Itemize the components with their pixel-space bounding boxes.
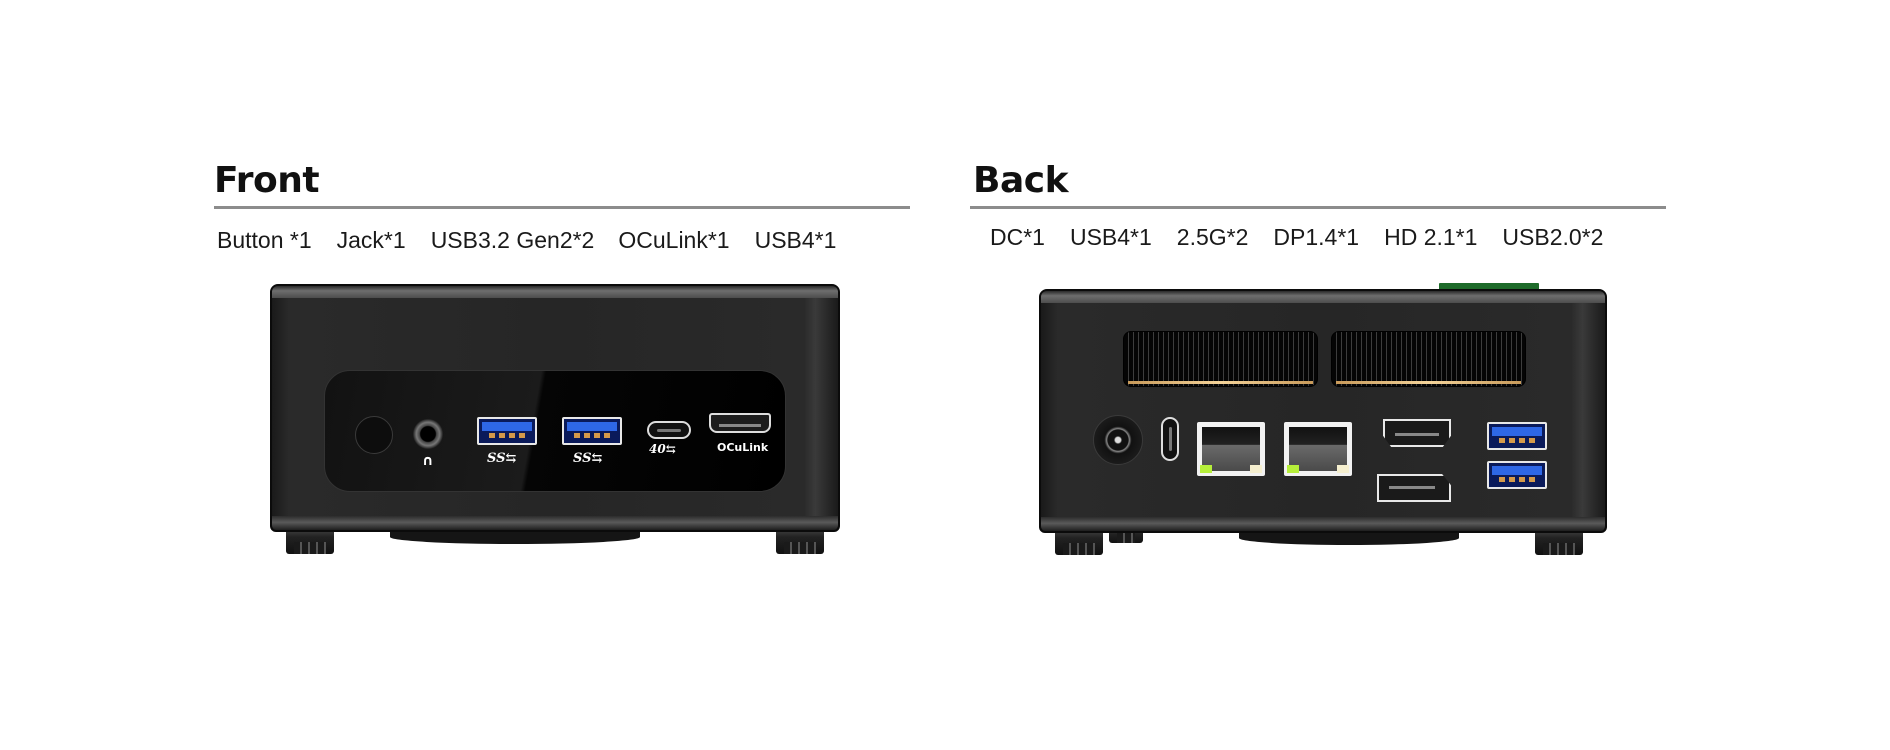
usb-a-port-icon bbox=[477, 417, 537, 445]
top-green-tab bbox=[1439, 283, 1539, 290]
foot-right bbox=[1535, 529, 1583, 555]
back-chassis bbox=[1039, 289, 1607, 533]
displayport-port-icon bbox=[1377, 474, 1451, 502]
back-port-usb4: USB4*1 bbox=[1069, 224, 1152, 250]
ethernet-port-icon bbox=[1197, 422, 1265, 476]
front-port-usb4: USB4*1 bbox=[754, 227, 837, 253]
front-device-image: ∩ SS⇆ SS⇆ 40⇆ OCuLink bbox=[270, 284, 840, 554]
oculink-port-icon bbox=[709, 413, 771, 433]
front-chassis: ∩ SS⇆ SS⇆ 40⇆ OCuLink bbox=[270, 284, 840, 532]
back-port-hdmi: HD 2.1*1 bbox=[1384, 224, 1478, 250]
back-divider bbox=[970, 206, 1666, 209]
front-port-usb32: USB3.2 Gen2*2 bbox=[430, 227, 595, 253]
top-bevel bbox=[272, 286, 838, 298]
back-port-list: DC*1 USB4*1 2.5G*2 DP1.4*1 HD 2.1*1 USB2… bbox=[990, 224, 1603, 251]
stand-base bbox=[1239, 531, 1459, 545]
back-port-dc: DC*1 bbox=[990, 224, 1045, 250]
front-divider bbox=[214, 206, 910, 209]
usb-a-port-icon bbox=[1487, 461, 1547, 489]
stand-base bbox=[390, 530, 640, 544]
dc-power-port-icon bbox=[1093, 415, 1143, 465]
power-button-icon bbox=[355, 416, 393, 454]
back-port-dp: DP1.4*1 bbox=[1273, 224, 1360, 250]
superspeed-logo-icon: SS⇆ bbox=[487, 451, 517, 466]
bottom-bevel bbox=[272, 516, 838, 530]
superspeed-logo-icon: SS⇆ bbox=[573, 451, 603, 466]
back-port-lan: 2.5G*2 bbox=[1176, 224, 1249, 250]
back-port-usb2: USB2.0*2 bbox=[1502, 224, 1604, 250]
ethernet-port-icon bbox=[1284, 422, 1352, 476]
vent-left-icon bbox=[1123, 331, 1318, 387]
usb-c-port-icon bbox=[1161, 417, 1179, 461]
foot-left bbox=[1055, 529, 1103, 555]
front-port-list: Button *1 Jack*1 USB3.2 Gen2*2 OCuLink*1… bbox=[217, 227, 836, 254]
front-port-jack: Jack*1 bbox=[336, 227, 406, 253]
usb-a-port-icon bbox=[562, 417, 622, 445]
oculink-label: OCuLink bbox=[717, 441, 769, 454]
hdmi-port-icon bbox=[1383, 419, 1451, 447]
usb4-40g-logo-icon: 40⇆ bbox=[649, 442, 676, 456]
bottom-bevel bbox=[1041, 517, 1605, 531]
foot-right bbox=[776, 528, 824, 554]
back-device-image bbox=[1039, 283, 1607, 555]
front-io-panel: ∩ SS⇆ SS⇆ 40⇆ OCuLink bbox=[324, 370, 786, 492]
back-title: Back bbox=[973, 160, 1069, 201]
headphone-icon: ∩ bbox=[422, 453, 434, 469]
front-title: Front bbox=[214, 160, 320, 201]
foot-left bbox=[286, 528, 334, 554]
audio-jack-icon bbox=[413, 419, 443, 449]
usb-a-port-icon bbox=[1487, 422, 1547, 450]
front-port-button: Button *1 bbox=[217, 227, 312, 253]
front-port-oculink: OCuLink*1 bbox=[618, 227, 730, 253]
top-bevel bbox=[1041, 291, 1605, 303]
usb-c-port-icon bbox=[647, 421, 691, 439]
vent-right-icon bbox=[1331, 331, 1526, 387]
